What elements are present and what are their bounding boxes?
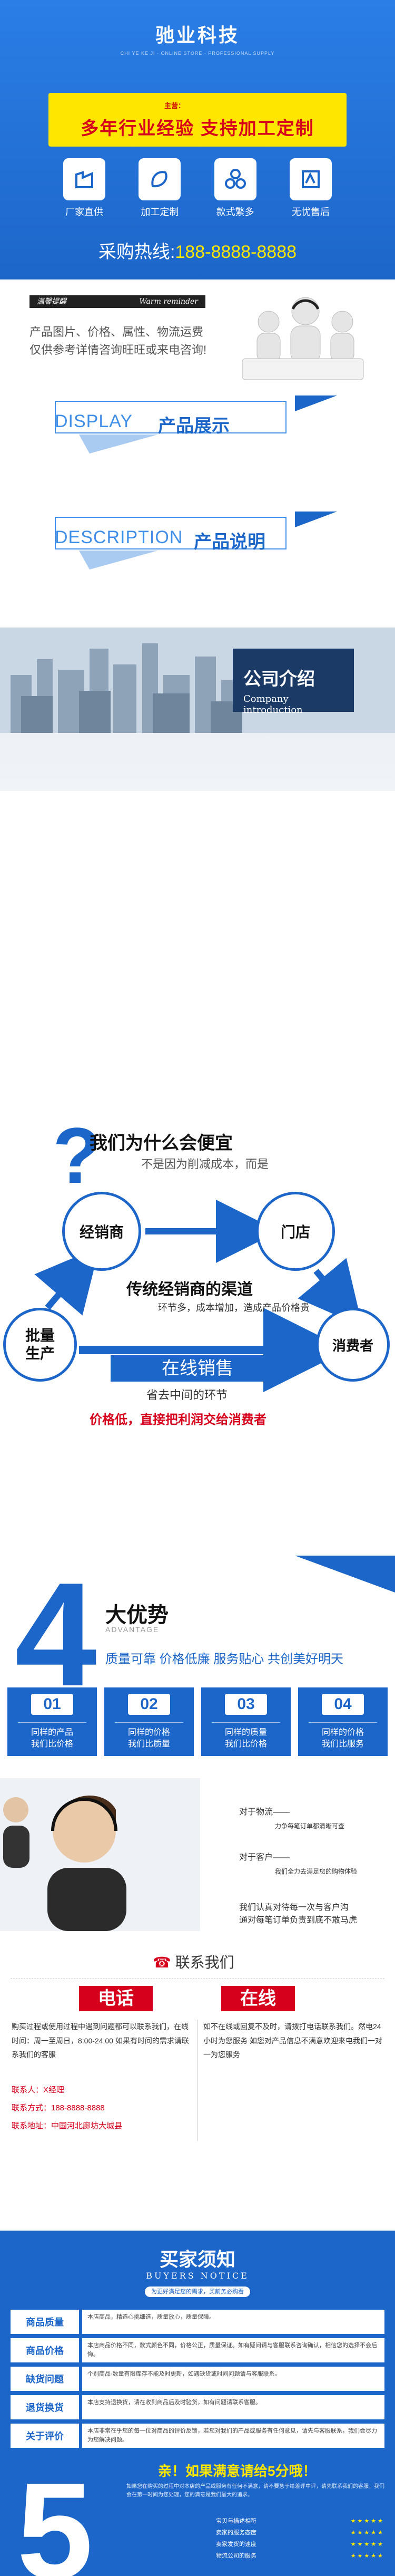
- service-agent-image: [0, 1778, 200, 1931]
- notice-row: 关于评价本店非常在乎您的每一位对商品的评价反馈，若您对我们的产品或服务有任何意见…: [11, 2424, 384, 2448]
- reminder-line-1: 产品图片、价格、属性、物流运费: [29, 325, 204, 339]
- phone-tab[interactable]: 电话: [79, 1986, 153, 2011]
- consumer-node: 消费者: [316, 1308, 390, 1382]
- slogan-text: 多年行业经验 支持加工定制: [81, 119, 314, 139]
- feature-factory: 厂家直供: [63, 158, 105, 218]
- advantage-card: 02 同样的价格 我们比质量: [104, 1687, 194, 1756]
- display-cn: 产品展示: [158, 416, 230, 436]
- star-icon: ★★★★★: [350, 2553, 384, 2559]
- main-business-label: 主营：: [164, 102, 185, 110]
- star-ratings: 宝贝与描述相符★★★★★ 卖家的服务态度★★★★★ 卖家发货的速度★★★★★ 物…: [216, 2515, 384, 2562]
- company-title-en: Company introduction: [243, 693, 303, 716]
- custom-icon: [139, 158, 181, 200]
- five-star-title: 亲！如果满意请给5分哦！: [158, 2463, 317, 2479]
- notice-title: 买家须知: [159, 2249, 235, 2271]
- header-section: 驰业科技 CHI YE KE JI · ONLINE STORE · PROFE…: [0, 0, 395, 279]
- traditional-channel: 传统经销商的渠道: [126, 1281, 253, 1298]
- description-en: DESCRIPTION: [55, 527, 183, 547]
- advantage-count: 4: [15, 1556, 97, 1717]
- after-sales-icon: [289, 158, 332, 200]
- phone-icon: ☎: [153, 1954, 171, 1971]
- online-tab[interactable]: 在线: [221, 1986, 295, 2011]
- display-banner: DISPLAY 产品展示: [0, 390, 395, 475]
- reminder-section: 温馨提醒 Warm reminder 产品图片、价格、属性、物流运费 仅供参考详…: [0, 279, 395, 411]
- flow-arrows: [34, 1200, 363, 1392]
- dealer-node: 经销商: [62, 1192, 141, 1271]
- feature-after-sales: 无忧售后: [289, 158, 332, 218]
- contact-online-text: 如不在线或回复不及时，请拨打电话联系我们。然电24小时为您服务 如您对产品信息不…: [203, 2022, 382, 2059]
- advantages-title: 大优势: [105, 1604, 169, 1627]
- traditional-channel-note: 环节多，成本增加，造成产品价格贵: [158, 1303, 310, 1313]
- description-cn: 产品说明: [194, 532, 265, 552]
- description-banner: DESCRIPTION 产品说明: [0, 506, 395, 591]
- notice-title-en: BUYERS NOTICE: [146, 2271, 249, 2281]
- why-conclusion: 价格低，直接把利润交给消费者: [90, 1413, 266, 1427]
- brand-name: 驰业科技: [155, 24, 240, 46]
- advantage-card: 01 同样的产品 我们比价格: [7, 1687, 97, 1756]
- advantages-subtitle: ADVANTAGE: [105, 1625, 160, 1634]
- feature-icons: 厂家直供 加工定制 款式繁多 无忧售后: [63, 158, 332, 218]
- slogan-banner: 主营： 多年行业经验 支持加工定制: [48, 93, 347, 147]
- notice-row: 商品价格本店商品价格不同，款式颜色不同，价格公正，质量保证。如有疑问请与客服联系…: [11, 2338, 384, 2362]
- feature-styles: 款式繁多: [214, 158, 256, 218]
- company-section: 公司介绍 Company introduction: [0, 628, 395, 791]
- contact-person: 联系人：X经理: [12, 2086, 65, 2095]
- advantage-cards: 01 同样的产品 我们比价格 02 同样的价格 我们比质量 03 同样的质量 我…: [7, 1687, 388, 1756]
- brand-tagline: CHI YE KE JI · ONLINE STORE · PROFESSION…: [120, 51, 275, 56]
- star-icon: ★★★★★: [350, 2530, 384, 2536]
- bulk-production-node: 批量 生产: [3, 1308, 77, 1382]
- feature-custom: 加工定制: [139, 158, 181, 218]
- notice-row: 商品质量本店商品，精选心挑细选，质量放心，质量保障。: [11, 2310, 384, 2334]
- display-decoration: [79, 395, 337, 454]
- company-title: 公司介绍: [243, 669, 315, 689]
- star-rating-row: 卖家的服务态度★★★★★: [216, 2527, 384, 2539]
- store-node: 门店: [256, 1192, 335, 1271]
- star-rating-row: 物流公司的服务★★★★★: [216, 2550, 384, 2562]
- advantages-keywords: 质量可靠 价格低廉 服务贴心 共创美好明天: [105, 1652, 344, 1666]
- star-icon: ★★★★★: [350, 2518, 384, 2524]
- customer-service-figures: [242, 297, 364, 380]
- notice-rows: 商品质量本店商品，精选心挑细选，质量放心，质量保障。 商品价格本店商品价格不同，…: [11, 2310, 384, 2452]
- notice-row: 缺货问题个别商品·数量有限库存不能及时更新，如遇缺货或时间问题请与客服联系。: [11, 2367, 384, 2391]
- description-decoration: [79, 512, 337, 570]
- purchase-hotline: 采购热线:188-8888-8888: [98, 242, 297, 262]
- five-star-text: 如果您在购买的过程中对本店的产品或服务有任何不满意，请不要急于给差评中评，请先联…: [126, 2484, 384, 2498]
- star-rating-row: 宝贝与描述相符★★★★★: [216, 2515, 384, 2527]
- contact-phone-text: 购买过程或使用过程中遇到问题都可以联系我们，在线时间：周一至周日，8:00-24…: [12, 2022, 189, 2059]
- why-subtitle: 不是因为削减成本，而是: [141, 1157, 269, 1171]
- advantages-decoration: [295, 1556, 395, 1593]
- five-star-number: 5: [17, 2455, 93, 2576]
- advantage-card: 04 同样的价格 我们比服务: [298, 1687, 388, 1756]
- contact-heading: ☎ 联系我们: [153, 1954, 234, 1971]
- contact-section: ☎ 联系我们 电话 在线 购买过程或使用过程中遇到问题都可以联系我们，在线时间：…: [0, 1946, 395, 2220]
- buyer-notice-section: 买家须知 BUYERS NOTICE 为更好满足您的需求，买前务必购看 商品质量…: [0, 2231, 395, 2576]
- notice-pill: 为更好满足您的需求，买前务必购看: [145, 2286, 250, 2297]
- advantage-card: 03 同样的质量 我们比价格: [201, 1687, 291, 1756]
- company-card: 公司介绍 Company introduction: [233, 649, 354, 716]
- star-icon: ★★★★★: [350, 2541, 384, 2548]
- service-section: 对于物流—— 力争每笔订单都清晰可查 对于客户—— 我们全力去满足您的购物体验 …: [0, 1778, 395, 1936]
- why-title: 我们为什么会便宜: [90, 1133, 233, 1153]
- contact-phone[interactable]: 联系方式：188-8888-8888: [12, 2104, 105, 2112]
- reminder-tag: 温馨提醒 Warm reminder: [29, 295, 205, 308]
- factory-icon: [63, 158, 105, 200]
- hotline-number[interactable]: 188-8888-8888: [175, 242, 297, 262]
- online-sales-label: 在线销售: [111, 1355, 284, 1382]
- reminder-line-2: 仅供参考详情咨询旺旺或来电咨询!: [29, 343, 207, 356]
- notice-row: 退货换货本店支持退换货，请在收到商品后及时验货，如有问题请联系客服。: [11, 2395, 384, 2419]
- contact-address: 联系地址：中国河北廊坊大城县: [12, 2121, 123, 2130]
- display-en: DISPLAY: [55, 411, 133, 431]
- styles-icon: [214, 158, 256, 200]
- why-cheap-section: ? 我们为什么会便宜 不是因为削减成本，而是 经销商 门店 批量 生产 消费者 …: [0, 1107, 395, 1477]
- question-mark-icon: ?: [53, 1111, 101, 1200]
- online-sales-note: 省去中间的环节: [146, 1388, 228, 1402]
- star-rating-row: 卖家发货的速度★★★★★: [216, 2539, 384, 2550]
